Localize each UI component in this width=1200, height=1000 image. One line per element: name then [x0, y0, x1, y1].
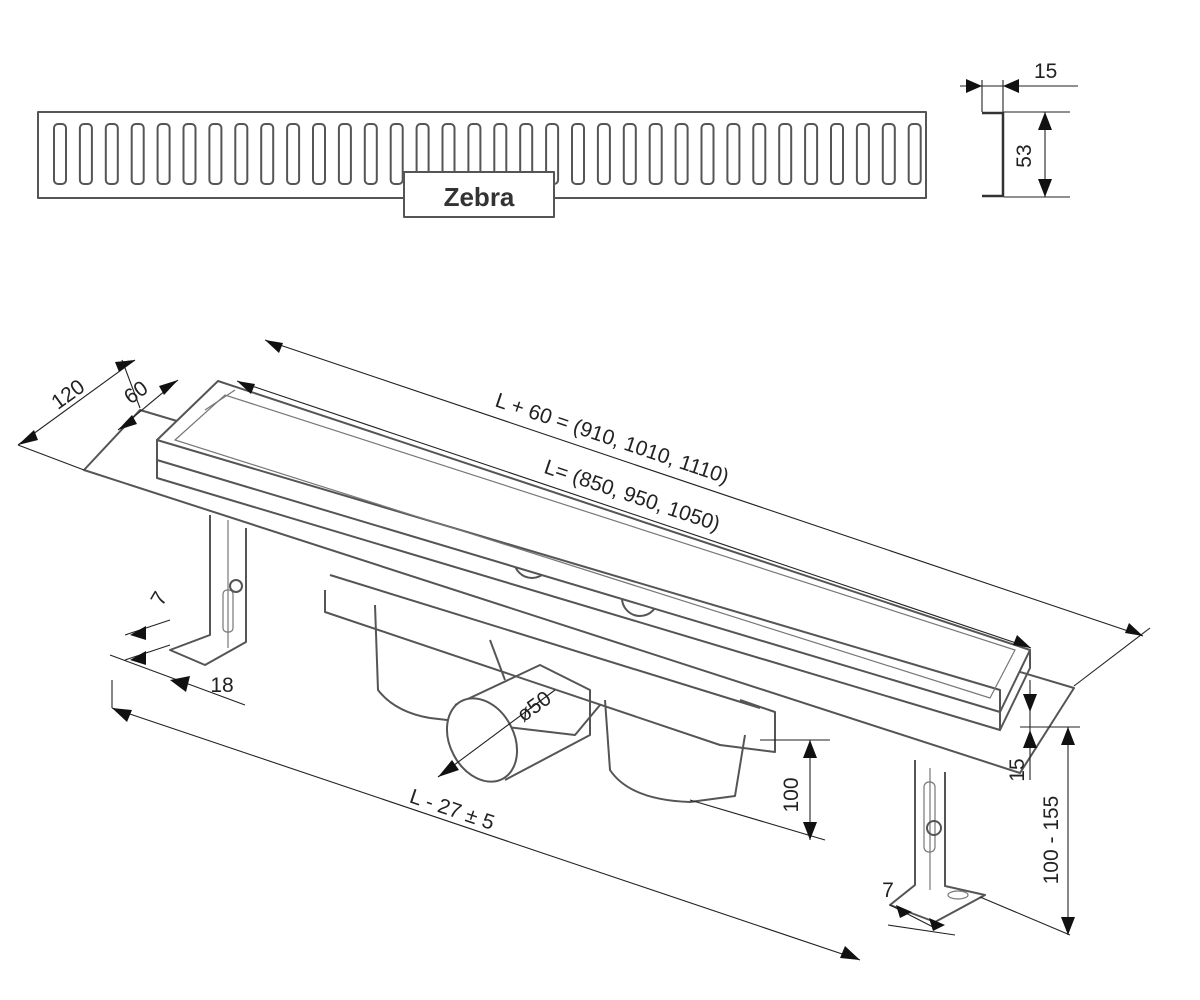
total-length-label: L + 60 = (910, 1010, 1110)	[492, 389, 731, 489]
left-foot-width-label: 18	[210, 674, 233, 697]
profile-width-arrow-left	[966, 79, 982, 93]
grate-slot	[363, 123, 378, 185]
grate-slot	[104, 123, 119, 185]
grate-slot	[881, 123, 896, 185]
outlet-height-arrow-top	[803, 740, 817, 758]
drain-body-rim	[324, 590, 776, 753]
length-arrow-end	[1013, 635, 1031, 648]
channel-inner-edge	[173, 394, 1016, 699]
grate-slot	[156, 123, 171, 185]
total-length-arrow-start	[265, 340, 283, 353]
grate-slot	[130, 123, 145, 185]
frame-height-arrow-top	[1023, 694, 1037, 712]
drain-isometric-view	[83, 380, 1075, 923]
channel-frame-end	[999, 650, 1031, 731]
grate-slot	[389, 123, 404, 185]
frame-height-label: 15	[1006, 758, 1029, 781]
grate-slot	[286, 123, 301, 185]
drain-flange	[83, 409, 1075, 774]
left-slot-arrow-bottom	[130, 651, 146, 665]
length-arrow-start	[237, 381, 255, 394]
profile-height-label: 53	[1013, 144, 1036, 167]
outlet-pipe-body	[454, 664, 591, 781]
grate-plan-view: Zebra	[37, 111, 927, 218]
grate-slot	[778, 123, 793, 185]
channel-inner-corner	[204, 389, 236, 411]
profile-height-arrow-bottom	[1038, 179, 1052, 197]
grate-slot	[182, 123, 197, 185]
grate-slot	[674, 123, 689, 185]
adjust-height-label: 100 - 155	[1040, 796, 1063, 885]
adjust-height-arrow-bottom	[1061, 917, 1075, 935]
grate-profile-view: 15 53	[960, 60, 1078, 198]
left-support-leg	[169, 515, 247, 666]
grate-slot	[208, 123, 223, 185]
left-slot-label: 7	[146, 588, 172, 610]
grate-slot	[752, 123, 767, 185]
outlet-pipe-end	[445, 697, 519, 783]
leg-spacing-arrow-end	[840, 946, 860, 960]
right-slot-label: 7	[882, 879, 894, 902]
pipe-diameter-label: ø50	[513, 687, 556, 727]
width-inner-label: 60	[120, 377, 152, 409]
grate-slot	[648, 123, 663, 185]
grate-slot	[907, 123, 922, 185]
grate-slot	[337, 123, 352, 185]
pipe-diameter-arrow	[438, 760, 459, 777]
left-foot-width-arrow	[170, 676, 190, 692]
grate-slot	[726, 123, 741, 185]
drain-body-top-edge	[329, 574, 761, 709]
profile-width-arrow-right	[1003, 79, 1019, 93]
grate-slot	[596, 123, 611, 185]
grate-slot	[855, 123, 870, 185]
leg-spacing-label: L - 27 ± 5	[407, 785, 498, 835]
right-slot-arrow-left	[896, 905, 912, 918]
grate-slot	[260, 123, 275, 185]
channel-frame-side	[156, 439, 1001, 712]
grate-slot	[804, 123, 819, 185]
total-length-arrow-end	[1125, 623, 1143, 636]
profile-height-arrow-top	[1038, 112, 1052, 130]
grate-profile-outline	[982, 111, 1005, 198]
width-outer-arrow-start	[18, 430, 38, 445]
width-inner-arrow-start	[118, 415, 137, 430]
siphon-left-bowl	[374, 604, 601, 736]
grate-label-box	[403, 171, 555, 218]
grate-slot	[78, 123, 93, 185]
grate-slots	[53, 123, 922, 185]
grate-slot	[571, 123, 585, 185]
leg-spacing-arrow-start	[112, 708, 132, 722]
right-slot-arrow-right	[929, 918, 945, 931]
width-inner-arrow-end	[159, 380, 178, 395]
width-outer-label: 120	[47, 375, 89, 414]
grate-slot	[700, 123, 715, 185]
grate-slot	[830, 123, 844, 185]
outlet-height-label: 100	[780, 777, 803, 812]
grate-slot	[622, 123, 637, 185]
grate-slot	[234, 123, 249, 185]
siphon-right-bowl	[604, 699, 746, 803]
outlet-height-arrow-bottom	[803, 822, 817, 840]
left-leg-bolt	[229, 579, 243, 593]
width-outer-arrow-end	[115, 360, 135, 372]
right-support-leg	[889, 760, 986, 923]
profile-width-label: 15	[1034, 60, 1057, 83]
right-leg-bolt	[926, 820, 942, 836]
grate-label: Zebra	[444, 182, 515, 212]
left-slot-arrow-top	[130, 626, 146, 640]
grate-slot	[312, 123, 326, 185]
siphon-link	[489, 639, 506, 681]
frame-height-arrow-bottom	[1023, 730, 1037, 748]
grate-slot	[53, 123, 67, 185]
adjust-height-arrow-top	[1061, 727, 1075, 745]
